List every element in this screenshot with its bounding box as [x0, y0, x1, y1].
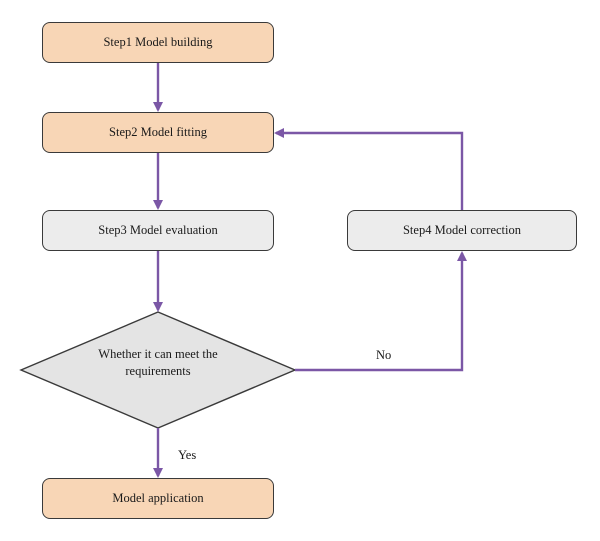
- application-label: Model application: [112, 491, 204, 505]
- step3-label: Step3 Model evaluation: [98, 223, 218, 237]
- step4-node: Step4 Model correction: [347, 210, 577, 251]
- edge-label-no: No: [376, 348, 392, 362]
- edge-label-yes: Yes: [178, 448, 197, 462]
- step1-label: Step1 Model building: [103, 35, 213, 49]
- arrow-decision-no-to-step4: [295, 251, 467, 372]
- decision-label: Whether it can meet the requirements: [98, 347, 218, 378]
- step2-node: Step2 Model fitting: [42, 112, 274, 153]
- step1-node: Step1 Model building: [42, 22, 274, 63]
- step3-node: Step3 Model evaluation: [42, 210, 274, 251]
- step2-label: Step2 Model fitting: [109, 125, 207, 139]
- application-node: Model application: [42, 478, 274, 519]
- arrow-step4-to-step2: [274, 128, 464, 210]
- step4-label: Step4 Model correction: [402, 223, 522, 237]
